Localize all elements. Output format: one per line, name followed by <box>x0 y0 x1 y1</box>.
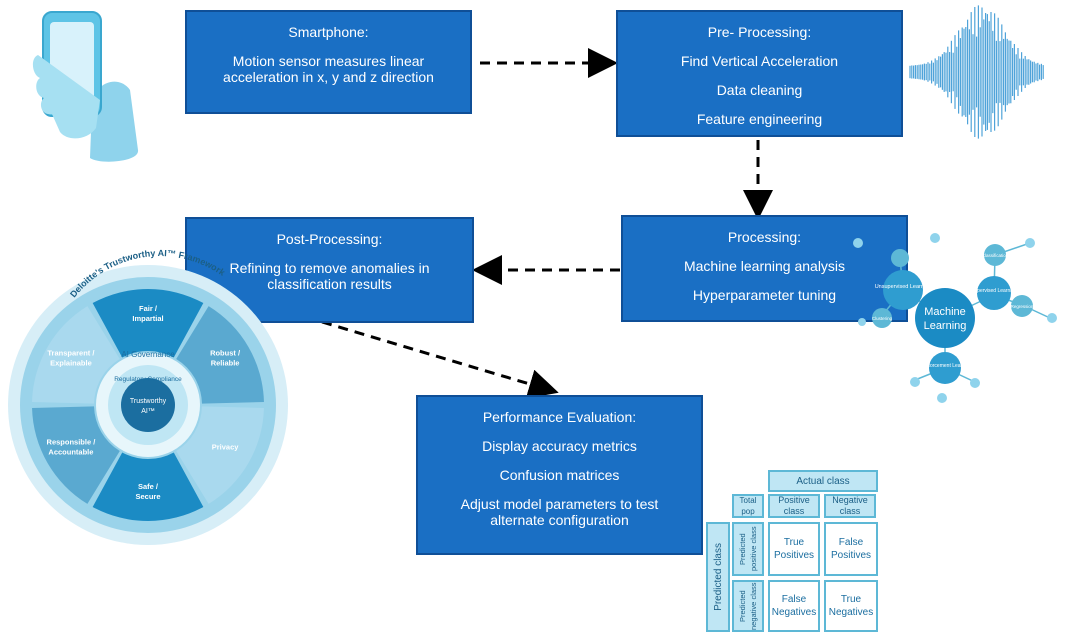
false-positives-cell: False Positives <box>824 522 878 576</box>
processing-item: Machine learning analysis <box>683 258 846 274</box>
evaluation-item: Confusion matrices <box>499 467 620 483</box>
preprocessing-title: Pre- Processing: <box>707 24 812 40</box>
evaluation-title: Performance Evaluation: <box>482 409 637 425</box>
smartphone-box: Smartphone: Motion sensor measures linea… <box>185 10 472 114</box>
evaluation-line-1: Adjust model parameters to test <box>460 496 659 512</box>
postprocessing-title: Post-Processing: <box>276 231 383 247</box>
arrow-postprocessing-to-evaluation <box>321 320 559 399</box>
preprocessing-box: Pre- Processing: Find Vertical Accelerat… <box>616 10 903 137</box>
actual-class-header: Actual class <box>768 470 878 492</box>
processing-box: Processing: Machine learning analysis Hy… <box>621 215 908 322</box>
total-pop-cell: Total pop <box>732 494 764 518</box>
preprocessing-item: Data cleaning <box>716 82 803 98</box>
negative-class-header: Negative class <box>824 494 876 518</box>
true-negatives-cell: True Negatives <box>824 580 878 632</box>
true-positives-cell: True Positives <box>768 522 820 576</box>
smartphone-title: Smartphone: <box>288 24 369 40</box>
preprocessing-item: Feature engineering <box>696 111 823 127</box>
postprocessing-line-2: classification results <box>267 276 392 292</box>
evaluation-line-2: alternate configuration <box>490 512 629 528</box>
predicted-negative-label: Predicted negative class <box>738 582 758 630</box>
positive-class-header: Positive class <box>768 494 820 518</box>
evaluation-box: Performance Evaluation: Display accuracy… <box>416 395 703 555</box>
predicted-negative-header: Predicted negative class <box>732 580 764 632</box>
evaluation-item: Display accuracy metrics <box>482 438 637 454</box>
postprocessing-line-1: Refining to remove anomalies in <box>229 260 430 276</box>
predicted-class-label: Predicted class <box>712 543 724 611</box>
processing-title: Processing: <box>727 229 802 245</box>
preprocessing-item: Find Vertical Acceleration <box>680 53 839 69</box>
predicted-class-header: Predicted class <box>706 522 730 632</box>
postprocessing-box: Post-Processing: Refining to remove anom… <box>185 217 474 323</box>
predicted-positive-label: Predicted positive class <box>738 526 758 572</box>
smartphone-line-1: Motion sensor measures linear <box>232 53 425 69</box>
processing-item: Hyperparameter tuning <box>692 287 837 303</box>
smartphone-line-2: acceleration in x, y and z direction <box>223 69 434 85</box>
predicted-positive-header: Predicted positive class <box>732 522 764 576</box>
false-negatives-cell: False Negatives <box>768 580 820 632</box>
